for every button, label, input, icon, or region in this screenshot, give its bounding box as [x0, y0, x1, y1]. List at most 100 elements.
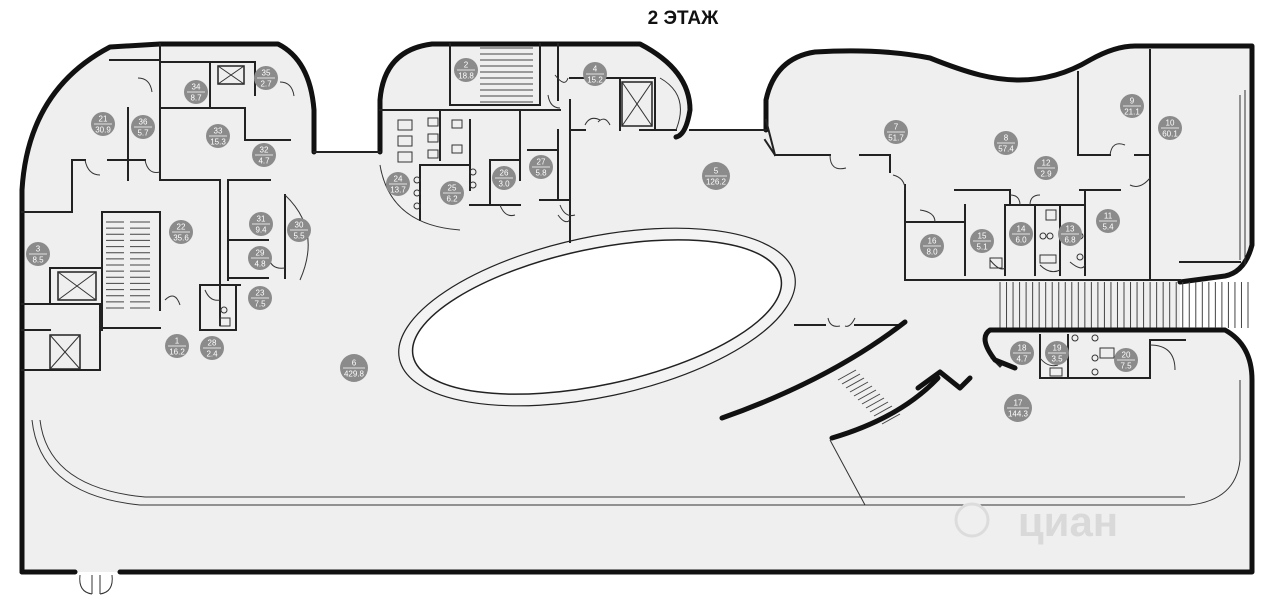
room-number: 21	[99, 115, 108, 124]
stair-tread	[869, 401, 889, 413]
room-area: 5.7	[137, 129, 149, 138]
room-badge-23: 237.5	[248, 286, 272, 310]
room-area: 5.5	[293, 232, 305, 241]
room-number: 7	[894, 123, 899, 132]
room-badge-25: 256.2	[440, 181, 464, 205]
corridor-walls	[763, 138, 901, 326]
stair-tread	[845, 377, 865, 389]
room-badge-32: 324.7	[252, 143, 276, 167]
room-number: 26	[500, 169, 509, 178]
room-number: 12	[1042, 159, 1051, 168]
atrium	[398, 227, 796, 407]
room-badge-34: 348.7	[184, 80, 208, 104]
room-badge-4: 415.2	[583, 62, 607, 86]
room-area: 2.9	[1040, 170, 1052, 179]
room-number: 9	[1130, 97, 1135, 106]
room-number: 10	[1166, 119, 1175, 128]
room-badge-8: 857.4	[994, 131, 1018, 155]
room-area: 8.5	[32, 256, 44, 265]
room-area: 4.7	[1016, 355, 1028, 364]
room-number: 36	[139, 118, 148, 127]
room-badge-26: 263.0	[492, 166, 516, 190]
room-badge-1: 116.2	[165, 334, 189, 358]
room-area: 3.5	[1051, 355, 1063, 364]
room-badge-31: 319.4	[249, 212, 273, 236]
stair-tread	[873, 405, 893, 417]
room-badge-36: 365.7	[131, 115, 155, 139]
room-badge-9: 921.1	[1120, 94, 1144, 118]
room-area: 35.6	[173, 234, 189, 243]
room-area: 60.1	[1162, 130, 1178, 139]
room-number: 30	[295, 221, 304, 230]
room-area: 57.4	[998, 145, 1014, 154]
room-badge-14: 146.0	[1009, 222, 1033, 246]
room-number: 35	[262, 69, 271, 78]
room-area: 7.5	[1120, 362, 1132, 371]
stair-tread	[853, 385, 873, 397]
outer-walkway	[31, 90, 1246, 506]
stair-tread	[865, 397, 885, 409]
room-badge-12: 122.9	[1034, 156, 1058, 180]
room-area: 6.8	[1064, 236, 1076, 245]
room-number: 31	[257, 215, 266, 224]
room-number: 11	[1104, 212, 1113, 221]
left-block-walls	[21, 43, 309, 371]
room-number: 4	[593, 65, 598, 74]
room-number: 24	[394, 175, 403, 184]
room-area: 6.2	[446, 195, 458, 204]
room-badge-27: 275.8	[529, 155, 553, 179]
room-number: 27	[537, 158, 546, 167]
left-elevators	[49, 65, 245, 370]
room-area: 5.1	[976, 243, 988, 252]
room-area: 2.4	[206, 350, 218, 359]
watermark: циан	[954, 498, 1118, 545]
stair-tread	[849, 381, 869, 393]
room-badge-10: 10 60.1	[1158, 116, 1182, 140]
room-badge-18: 184.7	[1010, 341, 1034, 365]
stair-tread	[861, 393, 881, 405]
room-badge-2: 218.8	[454, 58, 478, 82]
room-area: 8.0	[926, 248, 938, 257]
floor-title: 2 ЭТАЖ	[648, 8, 719, 29]
room-badge-30: 305.5	[287, 218, 311, 242]
room-badge-19: 193.5	[1045, 341, 1069, 365]
stair-tread	[857, 389, 877, 401]
room-area: 2.7	[260, 80, 272, 89]
room-number: 18	[1018, 344, 1027, 353]
room-badge-20: 207.5	[1114, 348, 1138, 372]
room-area: 16.2	[169, 348, 185, 357]
room-badge-13: 136.8	[1058, 222, 1082, 246]
room-number: 8	[1004, 134, 1009, 143]
room-badge-7: 751.7	[884, 120, 908, 144]
room-area: 30.9	[95, 126, 111, 135]
room-badge-33: 33 15.3	[206, 124, 230, 148]
room-badge-29: 294.8	[248, 246, 272, 270]
room-badge-15: 155.1	[970, 229, 994, 253]
room-area: 15.3	[210, 138, 226, 147]
room-badge-28: 282.4	[200, 336, 224, 360]
room-area: 9.4	[255, 226, 267, 235]
room-number: 33	[214, 127, 223, 136]
room-badge-16: 168.0	[920, 234, 944, 258]
bottom-right-pod	[982, 327, 1186, 379]
outer-walls	[19, 41, 1255, 575]
room-number: 3	[36, 245, 41, 254]
curved-partitions	[719, 319, 1003, 506]
room-badge-3: 38.5	[26, 242, 50, 266]
room-area: 4.8	[254, 260, 266, 269]
watermark-text: циан	[1018, 498, 1118, 545]
room-area: 429.8	[344, 370, 365, 379]
room-number: 1	[175, 337, 180, 346]
room-number: 23	[256, 289, 265, 298]
room-area: 144.3	[1008, 410, 1029, 419]
room-area: 126.2	[706, 178, 727, 187]
room-number: 25	[448, 184, 457, 193]
room-number: 15	[978, 232, 987, 241]
room-area: 5.8	[535, 169, 547, 178]
